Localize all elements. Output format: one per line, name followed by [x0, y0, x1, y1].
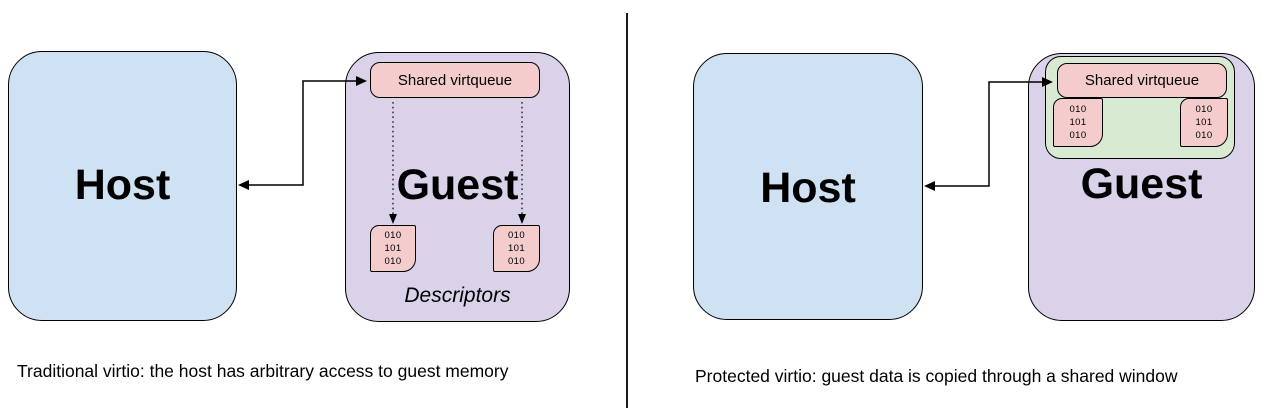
right-guest-label: Guest: [1080, 160, 1203, 208]
right-caption: Protected virtio: guest data is copied t…: [695, 366, 1178, 386]
left-descriptors-label: Descriptors: [404, 284, 511, 307]
right-shared-virtqueue-label: Shared virtqueue: [1084, 72, 1200, 89]
left-host-label: Host: [74, 161, 171, 209]
left-shared-virtqueue-label: Shared virtqueue: [397, 71, 513, 89]
descriptor-bits: 010 101 010: [1069, 104, 1087, 141]
left-guest-label: Guest: [396, 161, 519, 209]
descriptor-bits: 010 101 010: [507, 230, 526, 267]
left-descriptor-block: 010 101 010: [370, 225, 416, 272]
right-shared-virtqueue-box: Shared virtqueue: [1057, 63, 1227, 98]
left-descriptor-block: 010 101 010: [493, 225, 540, 272]
left-host-box: Host: [8, 51, 237, 321]
descriptor-bits: 010 101 010: [384, 230, 402, 267]
right-host-box: Host: [693, 53, 923, 320]
right-descriptor-block: 010 101 010: [1180, 98, 1228, 147]
panel-divider: [626, 13, 628, 408]
right-descriptor-block: 010 101 010: [1053, 98, 1103, 147]
descriptor-bits: 010 101 010: [1195, 104, 1213, 141]
left-caption: Traditional virtio: the host has arbitra…: [17, 361, 509, 381]
right-host-label: Host: [760, 164, 856, 212]
left-shared-virtqueue-box: Shared virtqueue: [370, 62, 540, 98]
